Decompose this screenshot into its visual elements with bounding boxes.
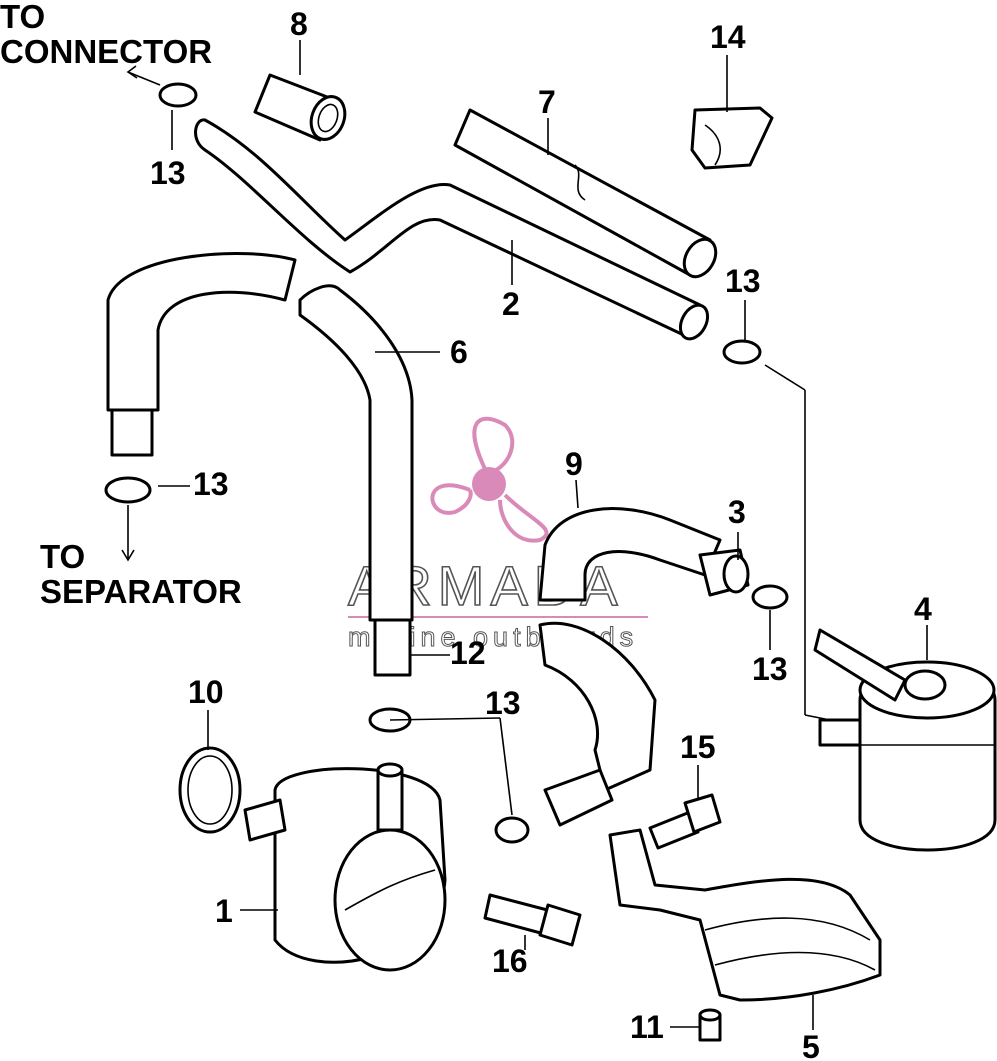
to-separator-note-line1: TO bbox=[40, 538, 85, 575]
part-13-clamps bbox=[104, 82, 789, 844]
callout-1: 1 bbox=[215, 893, 233, 929]
part-11-spacer bbox=[698, 1008, 722, 1042]
part-8-short-hose bbox=[253, 73, 347, 142]
callout-13-top-left: 13 bbox=[150, 155, 186, 191]
callout-4: 4 bbox=[914, 591, 932, 627]
part-16-bolt bbox=[483, 893, 582, 947]
callout-11: 11 bbox=[630, 1009, 664, 1045]
arrow-to-separator-icon bbox=[121, 505, 135, 562]
part-5-bracket bbox=[608, 828, 882, 1002]
part-1-fuel-pump bbox=[243, 762, 447, 972]
part-9-s-hose bbox=[538, 507, 722, 827]
callout-10: 10 bbox=[188, 674, 224, 710]
separator-hose bbox=[106, 252, 297, 457]
callout-13-filter: 13 bbox=[752, 651, 788, 687]
part-10-o-ring bbox=[178, 746, 242, 834]
callout-15: 15 bbox=[680, 729, 716, 765]
part-3-fitting bbox=[698, 548, 750, 597]
callout-13-right: 13 bbox=[725, 263, 761, 299]
callout-7: 7 bbox=[538, 84, 556, 120]
callout-13-pump: 13 bbox=[485, 685, 521, 721]
to-connector-note-line2: CONNECTOR bbox=[0, 33, 212, 70]
leader-lines bbox=[158, 40, 928, 1030]
part-4-fuel-filter bbox=[813, 628, 997, 852]
to-connector-note-line1: TO bbox=[0, 0, 45, 35]
callout-12: 12 bbox=[450, 635, 486, 671]
callout-8: 8 bbox=[290, 6, 308, 42]
part-2-main-hose bbox=[194, 118, 710, 341]
callout-6: 6 bbox=[450, 334, 468, 370]
callout-16: 16 bbox=[492, 943, 528, 979]
callout-9: 9 bbox=[565, 446, 583, 482]
callout-13-left: 13 bbox=[193, 466, 229, 502]
part-6-elbow-hose bbox=[298, 284, 414, 677]
callout-14: 14 bbox=[710, 19, 746, 55]
part-15-bolt bbox=[648, 793, 722, 850]
callout-2: 2 bbox=[502, 286, 520, 322]
part-14-clip bbox=[690, 106, 774, 170]
to-separator-note-line2: SEPARATOR bbox=[40, 573, 242, 610]
callout-3: 3 bbox=[728, 494, 746, 530]
propeller-logo-icon bbox=[430, 416, 549, 543]
arrow-to-connector-icon bbox=[126, 65, 161, 86]
callout-5: 5 bbox=[802, 1029, 820, 1061]
part-7-long-hose bbox=[453, 108, 718, 279]
